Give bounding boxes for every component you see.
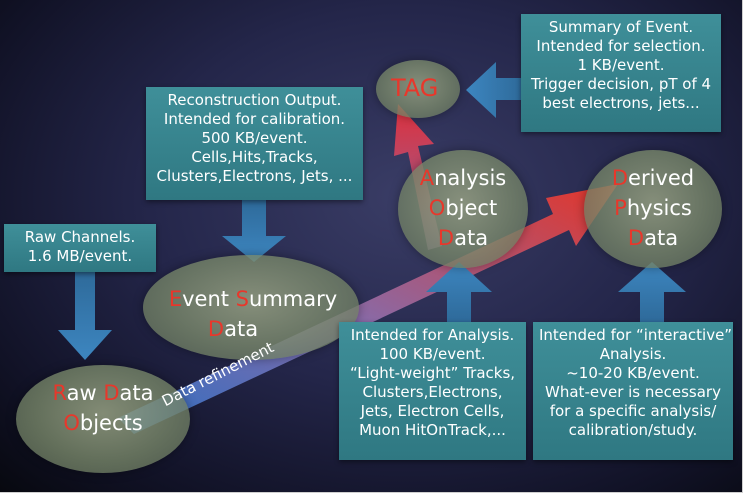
aod-info-box: Intended for Analysis. 100 KB/event. “Li… [339, 322, 526, 460]
tag-label: TAG [391, 74, 439, 102]
event-summary-data-ellipse [143, 255, 359, 360]
raw-channels-down-arrow [58, 272, 112, 360]
dpd-info-box: Intended for “interactive” Analysis. ~10… [533, 322, 733, 460]
event-summary-box: Summary of Event. Intended for selection… [521, 14, 721, 132]
event-summary-data-label: Event Summary Data [168, 287, 338, 341]
dpd-label: Derived Physics Data [611, 166, 695, 250]
raw-channels-box: Raw Channels. 1.6 MB/event. [4, 224, 156, 272]
reco-output-down-arrow [222, 200, 286, 262]
aod-ellipse [398, 150, 528, 268]
summary-to-tag-arrow [466, 62, 522, 118]
aod-label: Analysis Object Data [419, 166, 507, 250]
aod-info-up-arrow [426, 262, 492, 322]
raw-data-objects-label: Raw Data Objects [52, 381, 154, 435]
dpd-info-up-arrow [618, 262, 686, 322]
dpd-ellipse [584, 150, 722, 268]
raw-data-objects-ellipse [16, 365, 190, 473]
tag-ellipse [376, 60, 460, 118]
reconstruction-output-box: Reconstruction Output. Intended for cali… [146, 87, 363, 200]
